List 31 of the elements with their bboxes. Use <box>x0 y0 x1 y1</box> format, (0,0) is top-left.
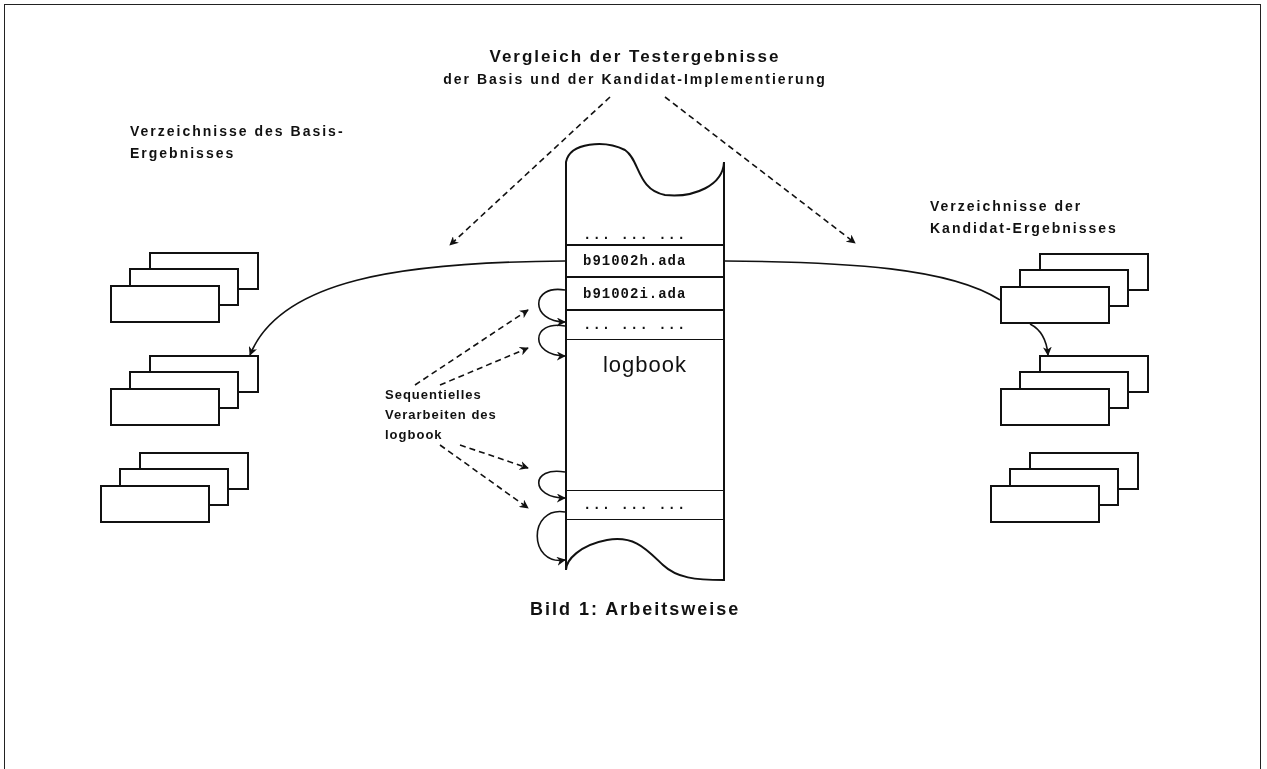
arrow <box>537 288 566 326</box>
document-stack-icon <box>1000 253 1150 324</box>
connector-line <box>724 260 1001 301</box>
document-stack-icon <box>110 355 260 426</box>
document-stack-icon <box>110 252 260 323</box>
dashed-arrow <box>439 347 529 386</box>
heading-text: Vergleich der Testergebnisse <box>488 46 782 68</box>
dashed-arrow <box>449 96 611 246</box>
file-entry-row: ... ... ... <box>565 490 725 520</box>
arrow <box>1029 323 1052 356</box>
document-stack-icon <box>1000 355 1150 426</box>
dashed-arrow <box>414 309 529 386</box>
document-stack-icon <box>990 452 1140 523</box>
dashed-arrow <box>439 444 529 509</box>
figure-caption: Bild 1: Arbeitsweise <box>530 598 741 620</box>
group-heading: Verzeichnisse des Basis-Ergebnisses <box>130 122 346 163</box>
file-entry-row: b91002h.ada <box>565 245 725 277</box>
arrow <box>537 470 566 502</box>
dashed-arrow <box>664 96 856 244</box>
heading-text: der Basis und der Kandidat-Implementierung <box>442 70 828 89</box>
file-entry-row: ... ... ... <box>565 225 725 245</box>
dashed-arrow <box>459 444 529 470</box>
arrow <box>537 324 566 360</box>
file-entry-row: ... ... ... <box>565 310 725 340</box>
annotation-text: Sequentielles Verarbeiten des logbook <box>385 385 503 445</box>
file-entry-row: b91002i.ada <box>565 277 725 310</box>
scroll-label: logbook <box>601 352 689 378</box>
group-heading: Verzeichnisse der Kandidat-Ergebnisses <box>930 197 1119 238</box>
arrow <box>536 511 566 565</box>
arrow <box>249 260 566 356</box>
document-stack-icon <box>100 452 250 523</box>
